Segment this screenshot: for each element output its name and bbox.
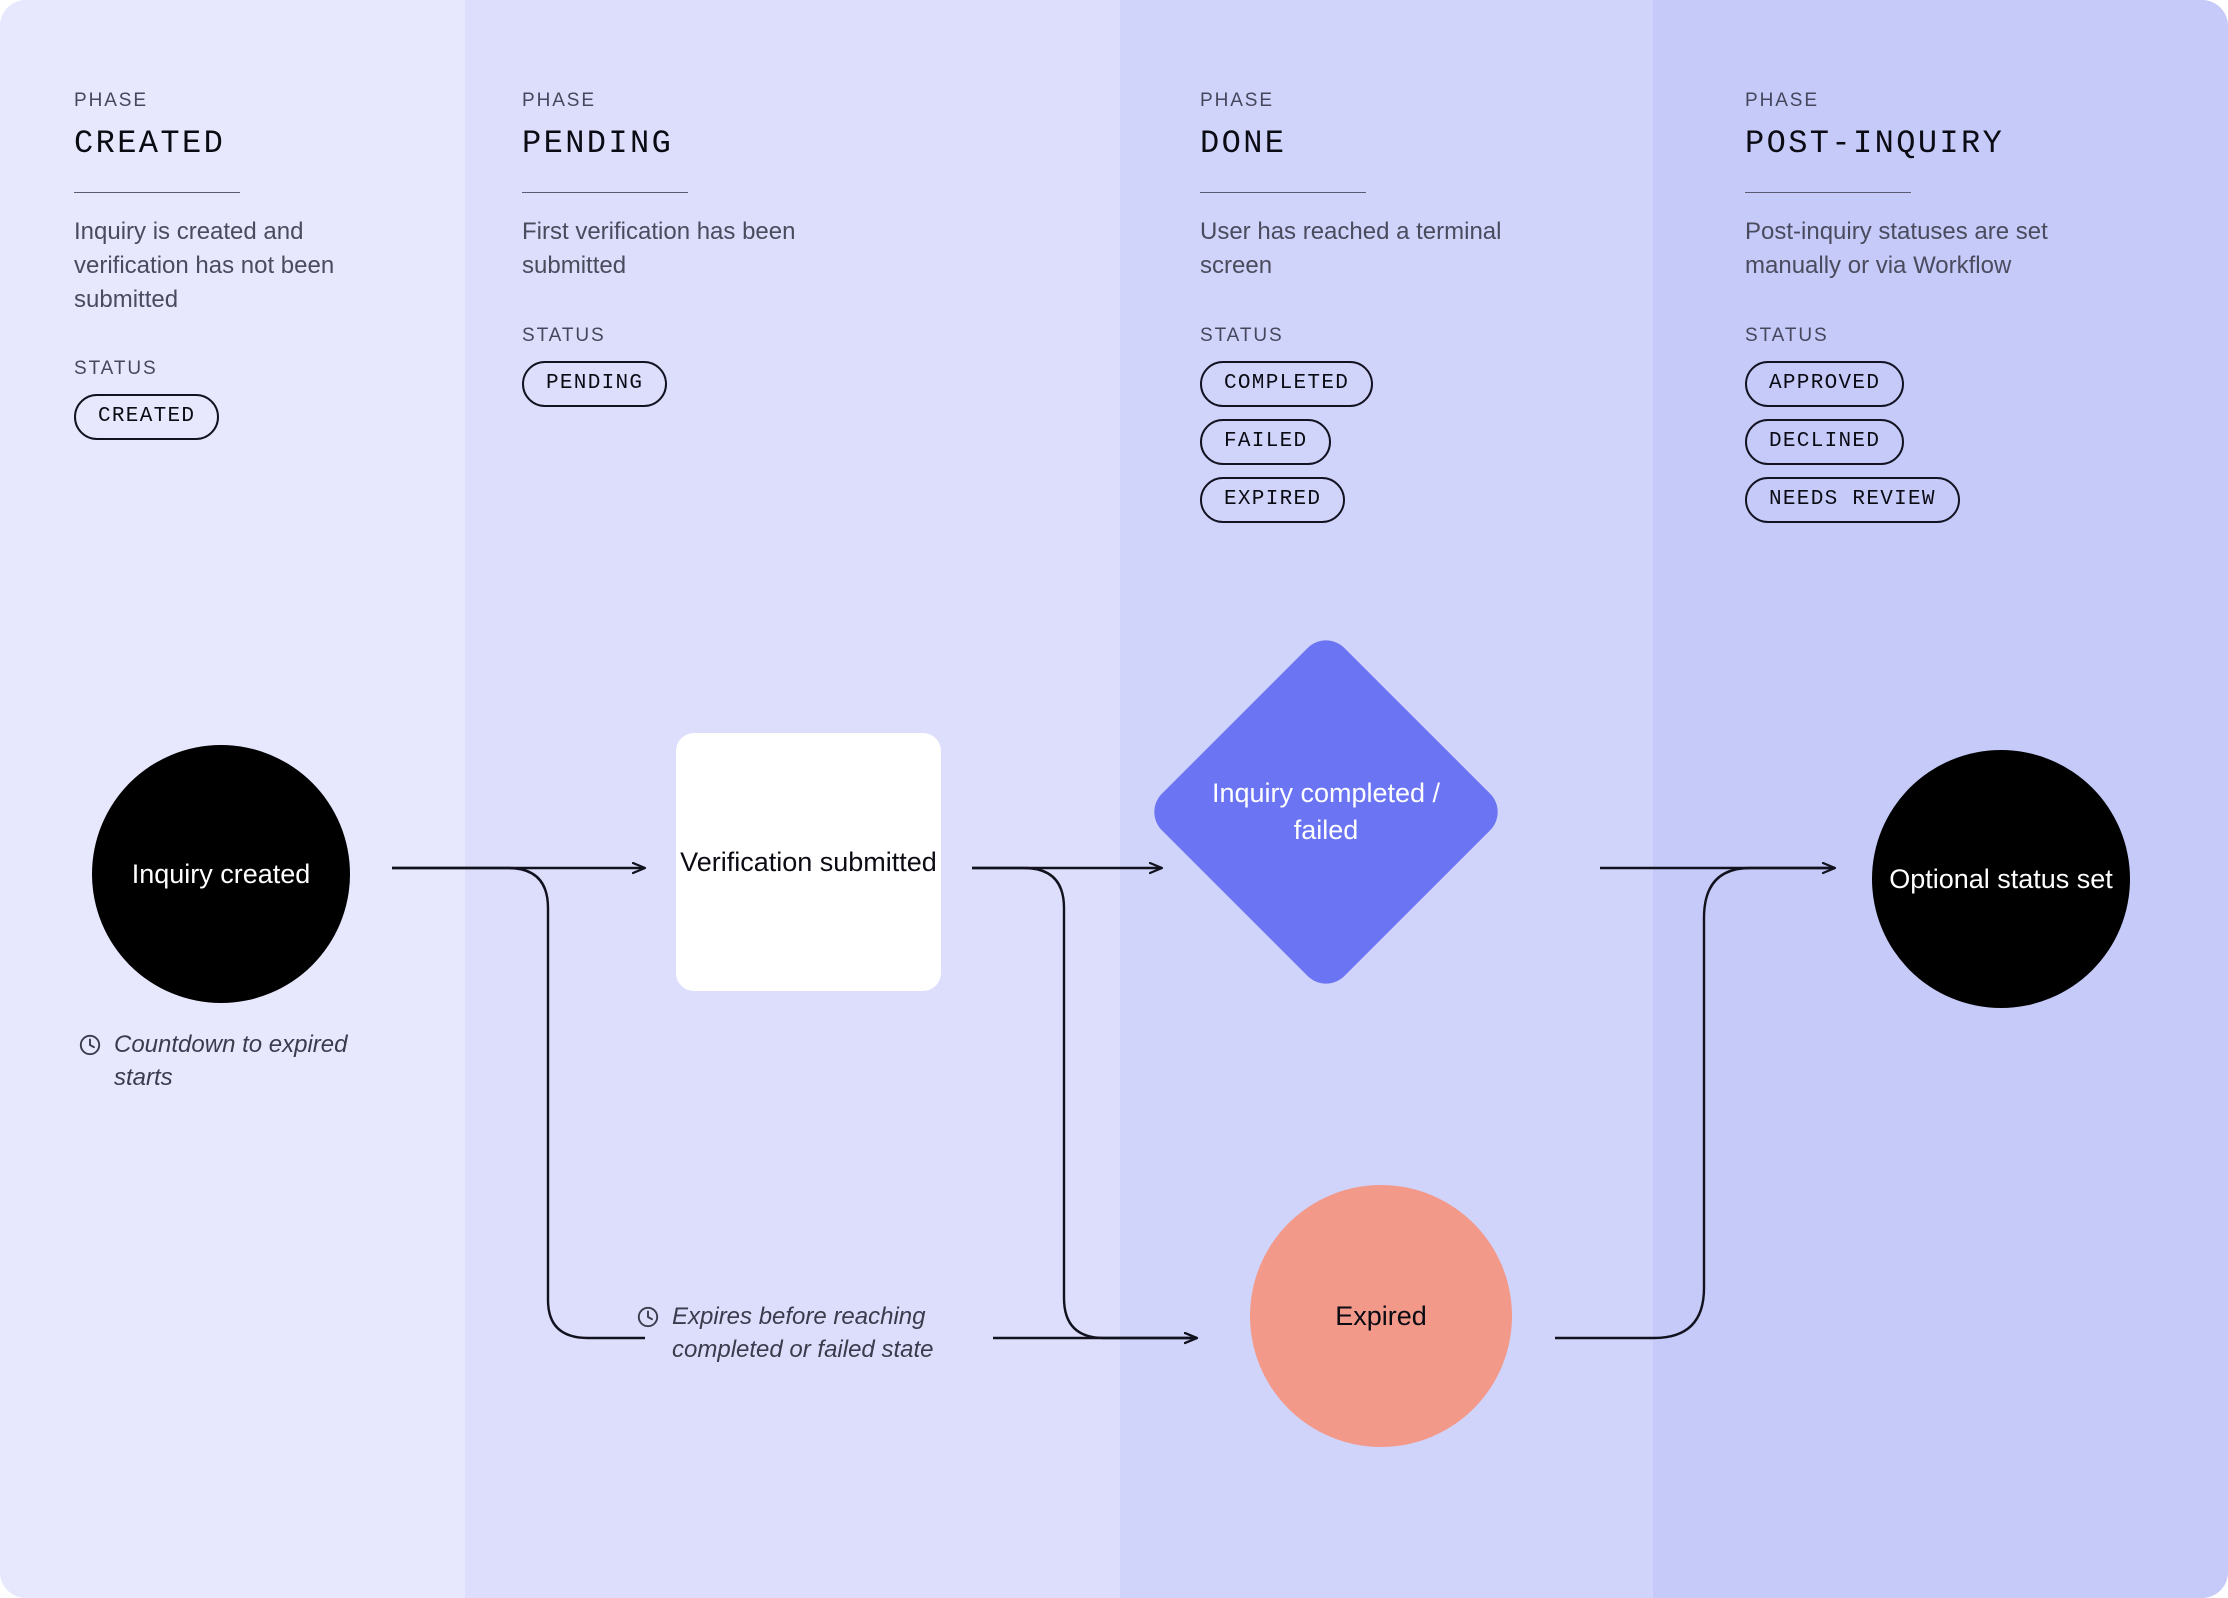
phase-description: User has reached a terminal screen: [1200, 218, 1502, 279]
status-pill[interactable]: CREATED: [74, 394, 220, 441]
status-pill-list: COMPLETED FAILED EXPIRED: [1200, 360, 1530, 535]
divider: [74, 192, 240, 193]
node-label: Optional status set: [1889, 863, 2113, 894]
node-label: Inquiry completed / failed: [1211, 778, 1441, 845]
node-label: Verification submitted: [680, 846, 937, 877]
phase-kicker: PHASE: [522, 90, 596, 111]
status-kicker: STATUS: [1200, 324, 1284, 346]
phase-column-done: PHASE DONE User has reached a terminal s…: [1200, 0, 1530, 535]
status-pill[interactable]: EXPIRED: [1200, 476, 1346, 523]
phase-kicker: PHASE: [1200, 90, 1274, 111]
node-label: Inquiry created: [131, 858, 311, 889]
status-pill[interactable]: PENDING: [522, 360, 668, 407]
status-pill-list: APPROVED DECLINED NEEDS REVIEW: [1745, 360, 2105, 535]
status-pill[interactable]: COMPLETED: [1200, 360, 1374, 407]
status-pill-list: PENDING: [522, 360, 852, 419]
phase-kicker: PHASE: [1745, 90, 1819, 111]
phase-column-post-inquiry: PHASE POST-INQUIRY Post-inquiry statuses…: [1745, 0, 2105, 535]
node-label: Expired: [1335, 1300, 1427, 1331]
phase-title: POST-INQUIRY: [1745, 125, 2005, 162]
node-optional-status-set[interactable]: Optional status set: [1872, 750, 2130, 1008]
node-verification-submitted[interactable]: Verification submitted: [676, 733, 941, 991]
annotation-text: Countdown to expired starts: [114, 1031, 348, 1092]
node-inquiry-created[interactable]: Inquiry created: [92, 745, 350, 1003]
annotation-text: Expires before reaching completed or fai…: [672, 1303, 934, 1364]
node-inquiry-completed-failed[interactable]: Inquiry completed / failed: [1143, 629, 1509, 995]
status-kicker: STATUS: [522, 324, 606, 346]
status-kicker: STATUS: [1745, 324, 1829, 346]
divider: [522, 192, 688, 193]
phase-kicker: PHASE: [74, 90, 148, 111]
status-pill[interactable]: FAILED: [1200, 418, 1332, 465]
status-pill[interactable]: NEEDS REVIEW: [1745, 476, 1960, 523]
status-pill[interactable]: DECLINED: [1745, 418, 1905, 465]
clock-icon: [78, 1033, 102, 1062]
divider: [1745, 192, 1911, 193]
status-pill[interactable]: APPROVED: [1745, 360, 1905, 407]
status-kicker: STATUS: [74, 358, 158, 380]
phase-description: Inquiry is created and verification has …: [74, 218, 335, 313]
phase-title: DONE: [1200, 125, 1287, 162]
annotation-expires: Expires before reaching completed or fai…: [636, 1300, 1036, 1366]
status-pill-list: CREATED: [74, 394, 404, 452]
phase-description: Post-inquiry statuses are set manually o…: [1745, 218, 2048, 279]
annotation-countdown: Countdown to expired starts: [78, 1028, 408, 1094]
phase-title: PENDING: [522, 125, 674, 162]
phase-column-created: PHASE CREATED Inquiry is created and ver…: [74, 0, 404, 452]
divider: [1200, 192, 1366, 193]
node-expired[interactable]: Expired: [1250, 1185, 1512, 1447]
clock-icon: [636, 1305, 660, 1334]
phase-column-pending: PHASE PENDING First verification has bee…: [522, 0, 852, 419]
phase-title: CREATED: [74, 125, 226, 162]
phase-description: First verification has been submitted: [522, 218, 796, 279]
